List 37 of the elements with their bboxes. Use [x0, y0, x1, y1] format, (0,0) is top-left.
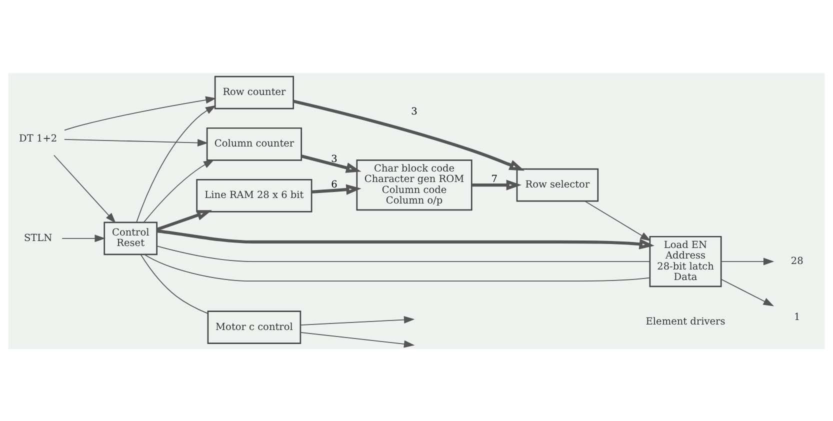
node-box: Row selector: [516, 168, 599, 202]
node-box: Row counter: [214, 75, 294, 109]
edge-label: 7: [491, 174, 498, 185]
arrow: [301, 154, 362, 172]
arrow: [300, 316, 415, 325]
arrow: [143, 159, 214, 222]
arrow: [156, 229, 654, 249]
arrow: [293, 99, 524, 170]
node-text: 1: [794, 312, 800, 323]
node-box: Char block code Character gen ROM Column code Column o/p: [356, 158, 472, 210]
node-text: DT 1+2: [19, 132, 58, 144]
arrow: [62, 234, 106, 242]
arrow: [311, 184, 362, 194]
edge-label: 6: [331, 179, 338, 190]
connector: [156, 245, 650, 262]
edge-label: 3: [331, 153, 338, 164]
arrow: [64, 138, 208, 146]
node-box: Column counter: [206, 126, 302, 160]
node-text: STLN: [24, 232, 52, 244]
arrow: [584, 200, 651, 241]
label: Element drivers: [646, 316, 726, 327]
node-box: Motor c control: [207, 310, 302, 344]
arrow: [156, 210, 212, 230]
arrow: [64, 96, 216, 130]
node-box: Line RAM 28 x 6 bit: [196, 178, 312, 212]
node-box: Load EN Address 28-bit latch Data: [649, 235, 722, 287]
node-text: 28: [790, 256, 804, 267]
arrow: [472, 179, 522, 190]
arrow: [720, 278, 774, 306]
connector: [144, 254, 650, 282]
connector: [140, 254, 208, 314]
arrow: [300, 332, 415, 348]
arrow: [54, 154, 116, 223]
arrow: [720, 257, 774, 265]
node-box: Control Reset: [104, 221, 158, 255]
arrow: [136, 104, 216, 222]
edge-label: 3: [411, 106, 418, 118]
